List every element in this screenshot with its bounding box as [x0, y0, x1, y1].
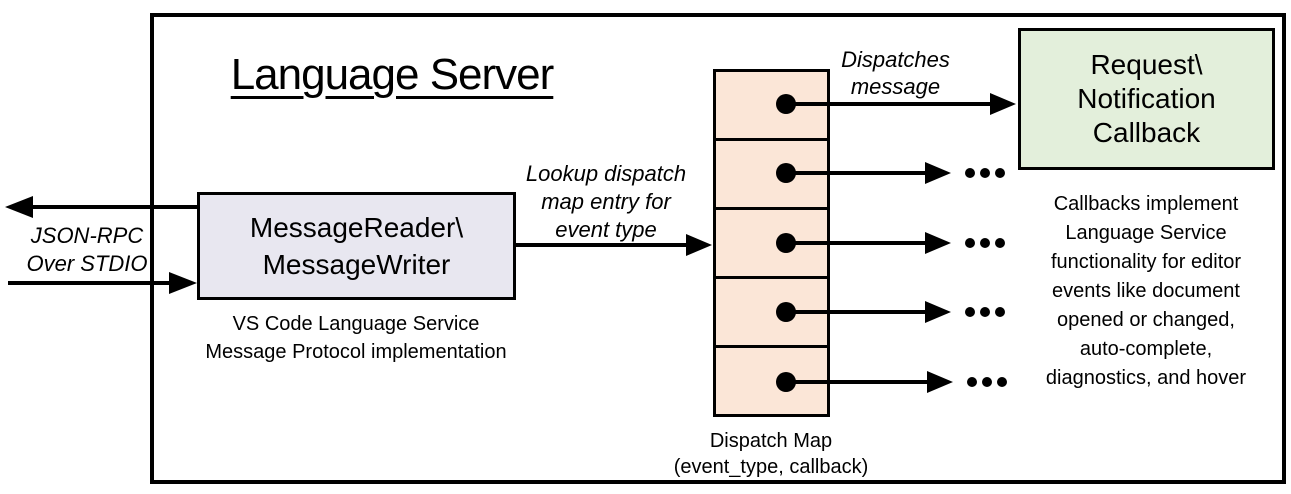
lookup-dispatch-label: Lookup dispatch map entry for event type [525, 161, 687, 242]
dispatch-map-cell [716, 72, 827, 138]
language-server-boundary [150, 13, 1286, 484]
diagram-title: Language Server [230, 50, 555, 99]
callback-box-label: Request\ Notification Callback [1077, 49, 1216, 148]
dispatch-map-caption: Dispatch Map (event_type, callback) [673, 430, 869, 478]
message-reader-writer-box: MessageReader\ MessageWriter [197, 192, 516, 300]
message-reader-writer-label: MessageReader\ MessageWriter [249, 212, 464, 280]
dispatch-map-cell [716, 138, 827, 207]
dispatch-map-cell [716, 207, 827, 276]
dispatch-map-cell [716, 276, 827, 345]
json-rpc-stdio-label: JSON-RPC Over STDIO [26, 223, 148, 276]
dispatch-map-cell [716, 345, 827, 414]
dispatches-message-label: Dispatches message [841, 47, 950, 99]
message-io-caption: VS Code Language Service Message Protoco… [205, 313, 507, 363]
request-notification-callback-box: Request\ Notification Callback [1018, 28, 1275, 170]
callback-description: Callbacks implement Language Service fun… [1045, 193, 1247, 389]
dispatch-map [713, 69, 830, 417]
